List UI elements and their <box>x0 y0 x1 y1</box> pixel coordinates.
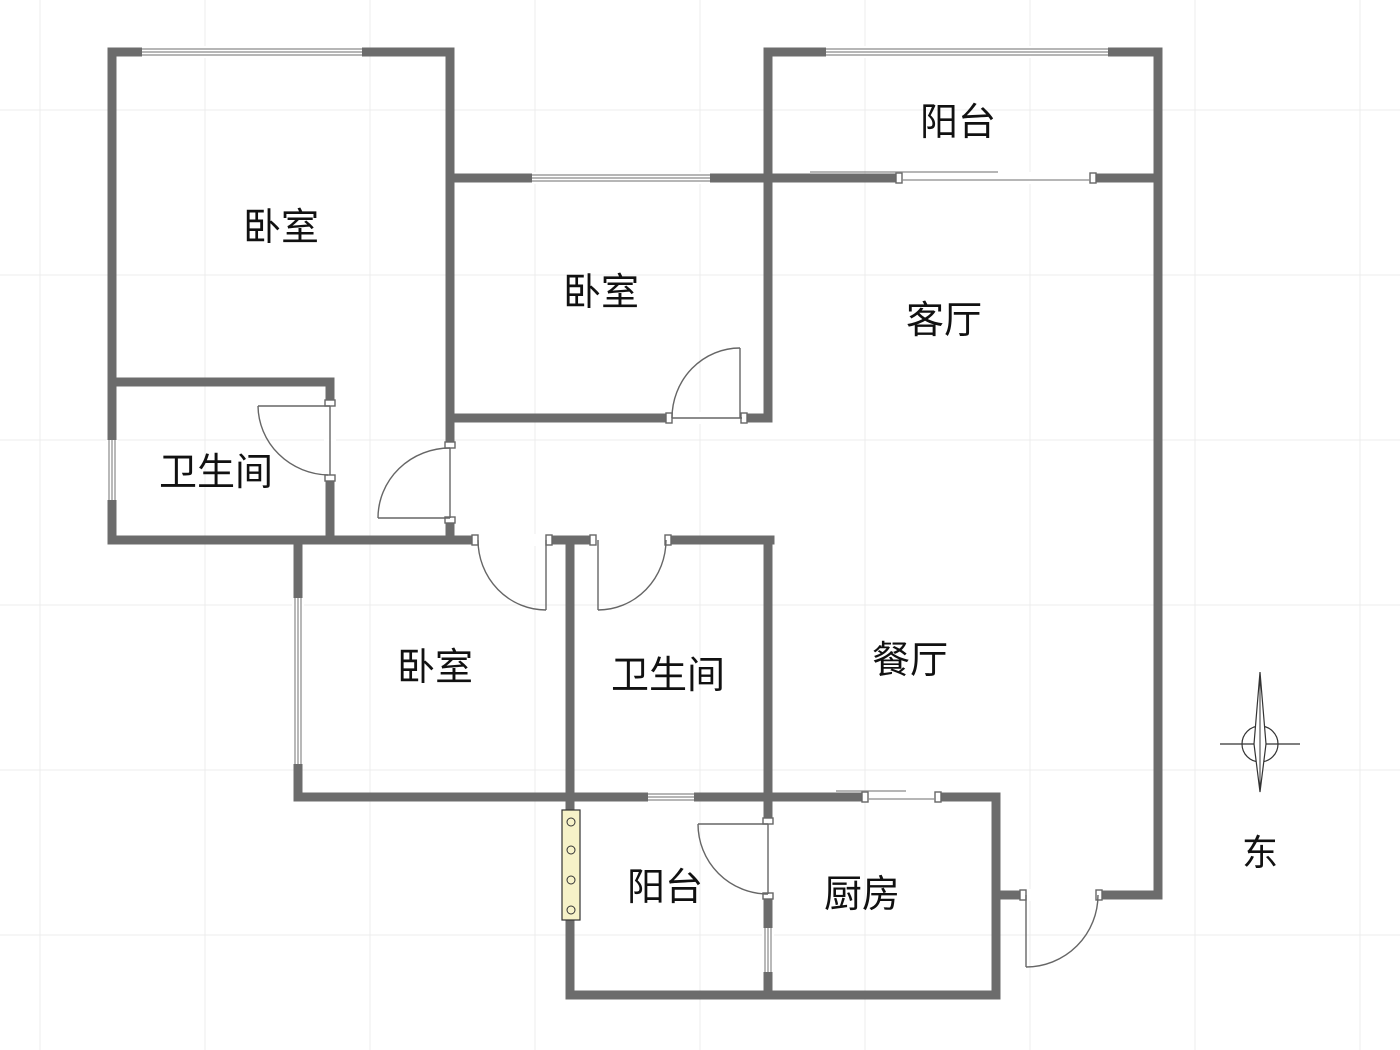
swing-doors <box>257 347 1103 968</box>
door-south-bedroom <box>471 534 553 611</box>
door-west-bathroom <box>257 399 336 482</box>
door-south-balcony <box>697 817 774 900</box>
window-nw-bedroom <box>142 46 362 58</box>
label-bathroom-south: 卫生间 <box>611 653 725 697</box>
door-center-bedroom <box>665 347 748 424</box>
label-balcony-north: 阳台 <box>920 100 996 144</box>
window-center-bedroom <box>532 172 710 184</box>
window-west-bathroom <box>106 440 118 500</box>
label-bedroom-nw: 卧室 <box>243 205 319 249</box>
label-living-room: 客厅 <box>906 298 982 342</box>
door-entrance <box>1019 889 1103 968</box>
room-labels: 卧室 卧室 卧室 卫生间 卫生间 阳台 阳台 客厅 餐厅 厨房 <box>159 100 996 916</box>
label-dining-room: 餐厅 <box>872 638 948 682</box>
sliding-door-kitchen <box>836 790 942 803</box>
label-bedroom-center: 卧室 <box>563 270 639 314</box>
label-balcony-south: 阳台 <box>627 865 703 909</box>
door-nw-bedroom <box>377 441 456 524</box>
label-bathroom-west: 卫生间 <box>159 450 273 494</box>
window-north-balcony <box>826 46 1108 58</box>
windows <box>106 46 1108 972</box>
label-bedroom-south: 卧室 <box>397 645 473 689</box>
compass-label: 东 <box>1242 833 1278 874</box>
sliding-doors <box>810 171 1097 803</box>
window-south-bathroom <box>648 791 694 803</box>
compass-icon <box>1220 671 1300 793</box>
window-south-bedroom <box>292 598 304 764</box>
balcony-cabinet <box>561 809 581 921</box>
walls <box>107 47 1163 1000</box>
window-kitchen-west <box>762 928 774 972</box>
door-south-bathroom <box>589 534 672 611</box>
label-kitchen: 厨房 <box>824 872 900 916</box>
sliding-door-living-balcony <box>810 171 1097 184</box>
